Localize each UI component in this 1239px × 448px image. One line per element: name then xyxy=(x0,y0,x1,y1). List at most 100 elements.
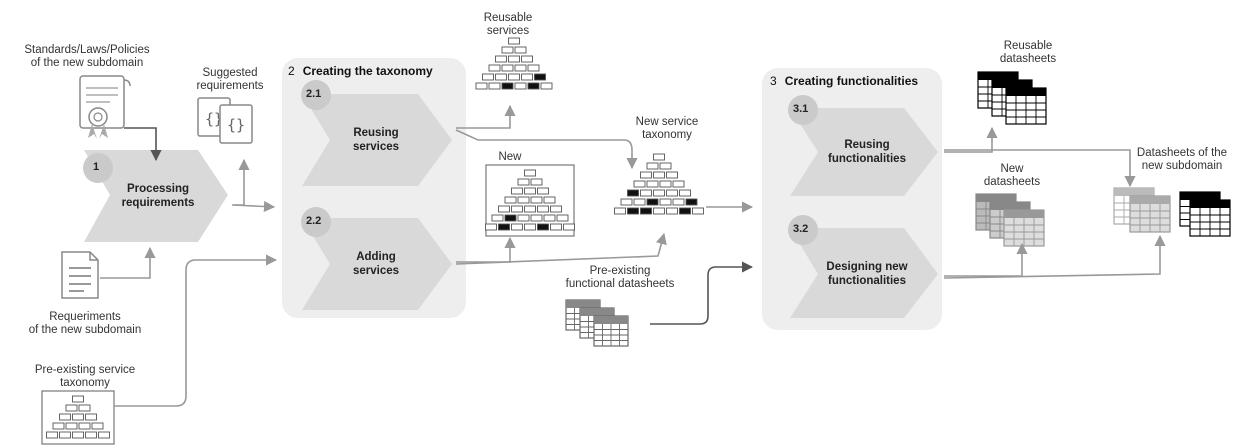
tree-node-box xyxy=(511,187,523,195)
tree-node-box xyxy=(666,171,678,179)
group-3-title-text: Creating functionalities xyxy=(784,74,919,88)
tree-node-box xyxy=(521,73,533,81)
step-2-1-chevron xyxy=(302,94,452,186)
arrow-step1-to-taxonomy xyxy=(233,200,276,213)
new-datasheets-label: New datasheets xyxy=(983,163,1041,188)
tree-node-box xyxy=(527,82,540,90)
tree-node-box xyxy=(501,46,514,54)
tree-node-box xyxy=(550,223,562,231)
tree-node-box xyxy=(482,73,494,81)
tree-node-box xyxy=(679,207,691,215)
tree-node-box xyxy=(653,153,665,161)
tree-node-box xyxy=(72,431,84,439)
tree-node-box xyxy=(640,189,652,197)
arrow-preexisting-taxonomy-to-taxonomy xyxy=(114,254,278,407)
tree-node-box xyxy=(627,189,639,197)
step-3-1-number: 3.1 xyxy=(793,103,809,115)
arrow-reusing-func-to-subdomain xyxy=(944,149,1136,188)
tree-node-box xyxy=(511,205,523,213)
tree-node-box xyxy=(504,196,517,204)
tree-node-box xyxy=(488,82,501,90)
tree-node-box xyxy=(495,55,507,63)
step-2-2-chevron xyxy=(302,218,452,310)
new-datasheets-icon xyxy=(975,193,1045,247)
svg-text:{}: {} xyxy=(227,116,245,134)
tree-node-box xyxy=(59,431,71,439)
tree-node-box xyxy=(524,187,536,195)
arrow-adding-to-new-taxonomy xyxy=(455,232,667,265)
tree-node-box xyxy=(72,413,84,421)
tree-node-box xyxy=(534,73,546,81)
tree-node-box xyxy=(659,180,672,188)
tree-node-box xyxy=(633,198,646,206)
arrow-adding-to-new xyxy=(456,236,516,263)
svg-text:{}: {} xyxy=(205,110,223,128)
step-2-1-label: Reusing services xyxy=(352,127,400,153)
connectors xyxy=(100,104,1166,407)
step-3-2-badge-circle xyxy=(788,215,818,245)
step-1-number: 1 xyxy=(93,161,100,173)
tree-node-box xyxy=(485,223,497,231)
new-service-taxonomy-label: New service taxonomy xyxy=(635,116,699,141)
tree-node-box xyxy=(614,207,626,215)
tree-node-box xyxy=(521,55,533,63)
tree-node-box xyxy=(530,196,543,204)
tree-node-box xyxy=(475,82,488,90)
reusable-datasheets-label: Reusable datasheets xyxy=(999,40,1057,65)
arrow-reusing-to-reusable-services xyxy=(456,104,516,129)
tree-node-box xyxy=(498,205,510,213)
reusable-services-label: Reusable services xyxy=(483,12,533,37)
arrow-step1-to-suggested xyxy=(232,158,250,206)
group-2-title-text: Creating the taxonomy xyxy=(302,64,433,78)
tree-node-box xyxy=(672,180,685,188)
tree-node-box xyxy=(504,214,517,222)
preexisting-datasheets-label: Pre-existing functional datasheets xyxy=(565,265,675,290)
arrow-preexisting-datasheets-to-functionalities xyxy=(650,261,754,325)
new-services-label: New xyxy=(498,151,522,163)
preexisting-taxonomy-tree-icon xyxy=(41,390,115,445)
tree-node-box xyxy=(530,214,543,222)
tree-node-box xyxy=(72,395,84,403)
tree-node-box xyxy=(685,198,698,206)
tree-node-box xyxy=(563,223,575,231)
arrow-designing-to-subdomain xyxy=(943,234,1166,279)
tree-node-box xyxy=(556,214,569,222)
step-3-1-chevron xyxy=(790,108,938,196)
tree-node-box xyxy=(91,422,104,430)
new-services-tree-icon xyxy=(485,164,575,237)
tree-node-box xyxy=(98,431,110,439)
tree-node-box xyxy=(627,207,639,215)
step-1-badge-circle xyxy=(83,153,113,183)
tree-node-box xyxy=(653,189,665,197)
tree-node-box xyxy=(672,198,685,206)
tree-node-box xyxy=(514,82,527,90)
step-3-1-label: Reusing functionalities xyxy=(828,139,906,165)
tree-node-box xyxy=(524,223,536,231)
reusable-services-tree-icon xyxy=(475,37,553,90)
tree-node-box xyxy=(640,171,652,179)
standards-label: Standards/Laws/Policies of the new subdo… xyxy=(24,44,150,69)
tree-node-box xyxy=(488,64,501,72)
new-service-taxonomy-tree-icon xyxy=(614,153,704,215)
subdomain-datasheets-icon xyxy=(1113,187,1231,237)
certificate-icon xyxy=(79,75,131,139)
tree-node-box xyxy=(501,64,514,72)
step-2-1-badge-circle xyxy=(301,80,331,110)
tree-node-box xyxy=(530,178,543,186)
tree-node-box xyxy=(52,422,65,430)
tree-node-box xyxy=(85,431,97,439)
tree-node-box xyxy=(646,180,659,188)
tree-node-box xyxy=(85,413,97,421)
tree-node-box xyxy=(679,189,691,197)
tree-node-box xyxy=(524,205,536,213)
step-1-label: Processing requirements xyxy=(121,183,195,209)
tree-node-box xyxy=(517,178,530,186)
tree-node-box xyxy=(646,162,659,170)
tree-node-box xyxy=(508,55,520,63)
tree-node-box xyxy=(537,205,549,213)
arrow-designing-to-new-datasheets xyxy=(944,242,1028,277)
